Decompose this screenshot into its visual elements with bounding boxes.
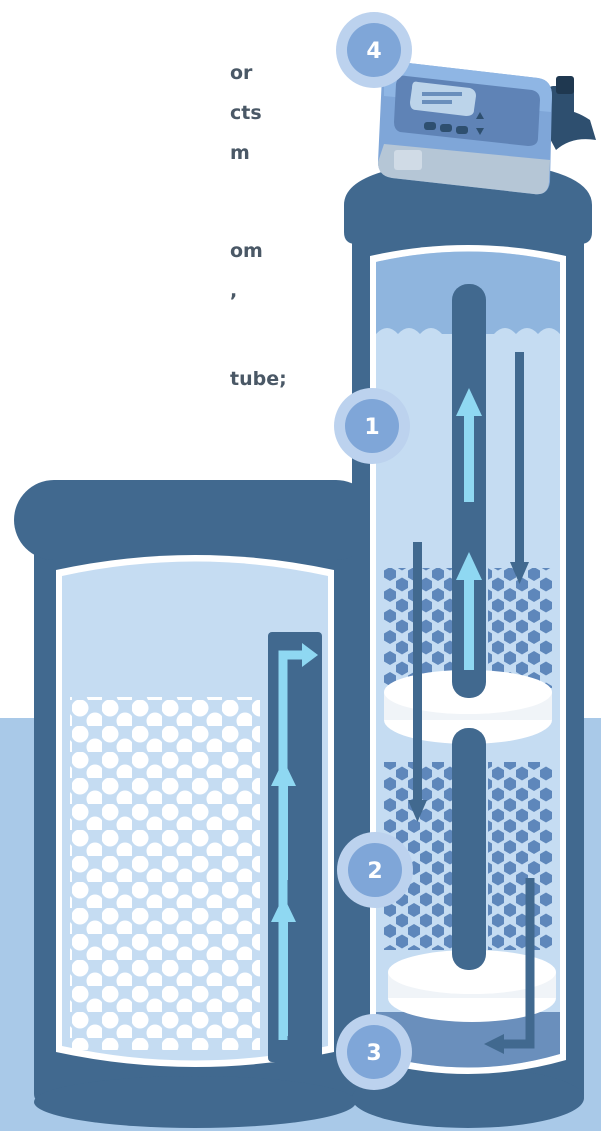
control-button-1[interactable]	[424, 122, 436, 130]
marker-2: 2	[337, 832, 413, 908]
marker-1-label: 1	[364, 415, 379, 440]
marker-3: 3	[336, 1014, 412, 1090]
control-button-3[interactable]	[456, 126, 468, 134]
intro-text-line-2: cts	[230, 102, 262, 124]
resin-beads-lower-right	[488, 762, 552, 950]
intro-text-line-5: ,	[230, 280, 238, 302]
lower-distributor	[388, 950, 556, 994]
brine-tank	[14, 480, 376, 1128]
intro-text-line-6: tube;	[230, 368, 287, 390]
resin-tank	[344, 160, 592, 1128]
display-screen	[410, 81, 476, 116]
brine-up-arrows	[271, 760, 296, 1036]
control-valve-head	[378, 61, 596, 195]
intro-text-line-1: or	[230, 62, 253, 84]
intro-text-line-3: m	[230, 142, 250, 164]
control-button-2[interactable]	[440, 124, 452, 132]
salt-pellets	[70, 697, 260, 1050]
control-up-button[interactable]	[476, 112, 484, 119]
resin-beads-upper-right	[488, 568, 552, 688]
control-down-button[interactable]	[476, 128, 484, 135]
brine-tube	[268, 632, 322, 1062]
riser-tube-lower	[452, 728, 486, 970]
marker-3-label: 3	[366, 1041, 381, 1066]
intro-text-line-4: om	[230, 240, 263, 262]
brine-outlet-arrow-icon	[302, 643, 318, 667]
marker-1: 1	[334, 388, 410, 464]
marker-2-label: 2	[367, 859, 382, 884]
marker-4: 4	[336, 12, 412, 88]
down-flow-arrows	[408, 352, 535, 1054]
marker-4-label: 4	[366, 39, 381, 64]
riser-up-arrows	[456, 388, 482, 670]
